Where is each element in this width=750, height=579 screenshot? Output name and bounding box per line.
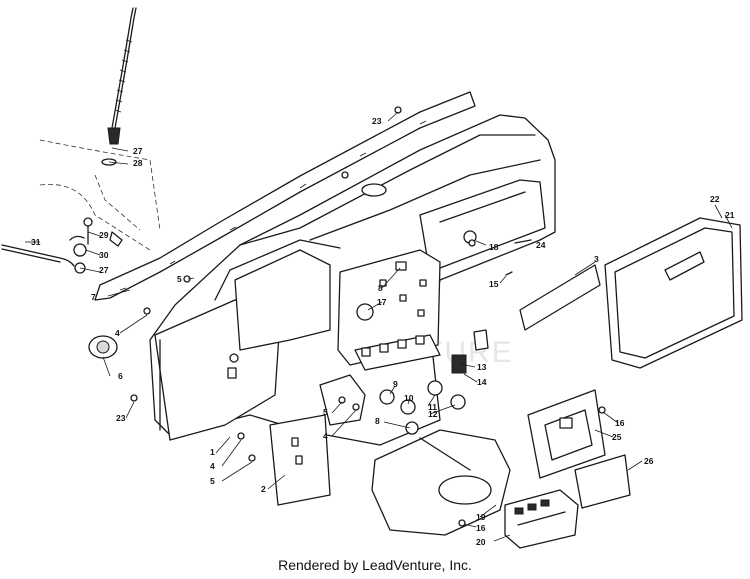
callout-11: 11	[428, 402, 437, 412]
callout-17: 17	[377, 297, 387, 307]
callout-25: 25	[612, 432, 622, 442]
callout-24: 24	[536, 240, 546, 250]
callout-16-lower: 16	[476, 523, 486, 533]
callout-5-lower: 5	[210, 476, 215, 486]
callout-29: 29	[99, 230, 109, 240]
antenna-mount	[39, 139, 161, 274]
rocker-switch	[451, 354, 467, 374]
callout-14: 14	[477, 377, 487, 387]
callout-3: 3	[594, 254, 599, 264]
callout-21: 21	[725, 210, 735, 220]
callout-7: 7	[91, 292, 96, 302]
callout-30: 30	[99, 250, 109, 260]
accessory-bracket	[527, 389, 606, 479]
glove-box-seal	[519, 264, 601, 331]
callout-23-top: 23	[372, 116, 382, 126]
leader-lines	[25, 111, 733, 542]
callout-27-bottom: 27	[99, 265, 109, 275]
callout-20: 20	[476, 537, 486, 547]
rendered-by-footer: Rendered by LeadVenture, Inc.	[278, 557, 472, 573]
glove-box-door	[604, 217, 743, 369]
callout-12: 12	[428, 409, 438, 419]
display-screen	[574, 454, 631, 509]
lower-cover-plate	[269, 414, 331, 506]
callout-22: 22	[710, 194, 720, 204]
callout-4-lower: 4	[210, 461, 215, 471]
callout-15: 15	[489, 279, 499, 289]
top-bracket	[94, 91, 476, 301]
callout-5-mid: 5	[323, 407, 328, 417]
callout-19: 19	[476, 512, 486, 522]
callout-4-mid: 4	[323, 431, 328, 441]
antenna	[101, 7, 137, 166]
callout-8-top: 8	[378, 283, 383, 293]
callout-26: 26	[644, 456, 654, 466]
center-switch-panel	[337, 249, 441, 371]
callout-10: 10	[404, 393, 414, 403]
switch-blank	[473, 329, 489, 351]
callout-8-lower: 8	[375, 416, 380, 426]
callout-28: 28	[133, 158, 143, 168]
callout-16-right: 16	[615, 418, 625, 428]
radio-unit	[504, 489, 579, 549]
callout-23-left: 23	[116, 413, 126, 423]
callout-6: 6	[118, 371, 123, 381]
callout-18: 18	[489, 242, 499, 252]
callout-27-top: 27	[133, 146, 143, 156]
callout-5-left: 5	[177, 274, 182, 284]
ignition-switch	[88, 335, 118, 359]
callout-13: 13	[477, 362, 487, 372]
callout-2: 2	[261, 484, 266, 494]
callout-9: 9	[393, 379, 398, 389]
callout-4-left: 4	[115, 328, 120, 338]
antenna-cable	[1, 244, 75, 267]
lower-console-housing	[371, 429, 511, 536]
callout-31: 31	[31, 237, 41, 247]
callout-labels: 27 28 29 30 27 31 23 5 7 4 6 23 1 4 5 2 …	[31, 116, 735, 547]
callout-1: 1	[210, 447, 215, 457]
